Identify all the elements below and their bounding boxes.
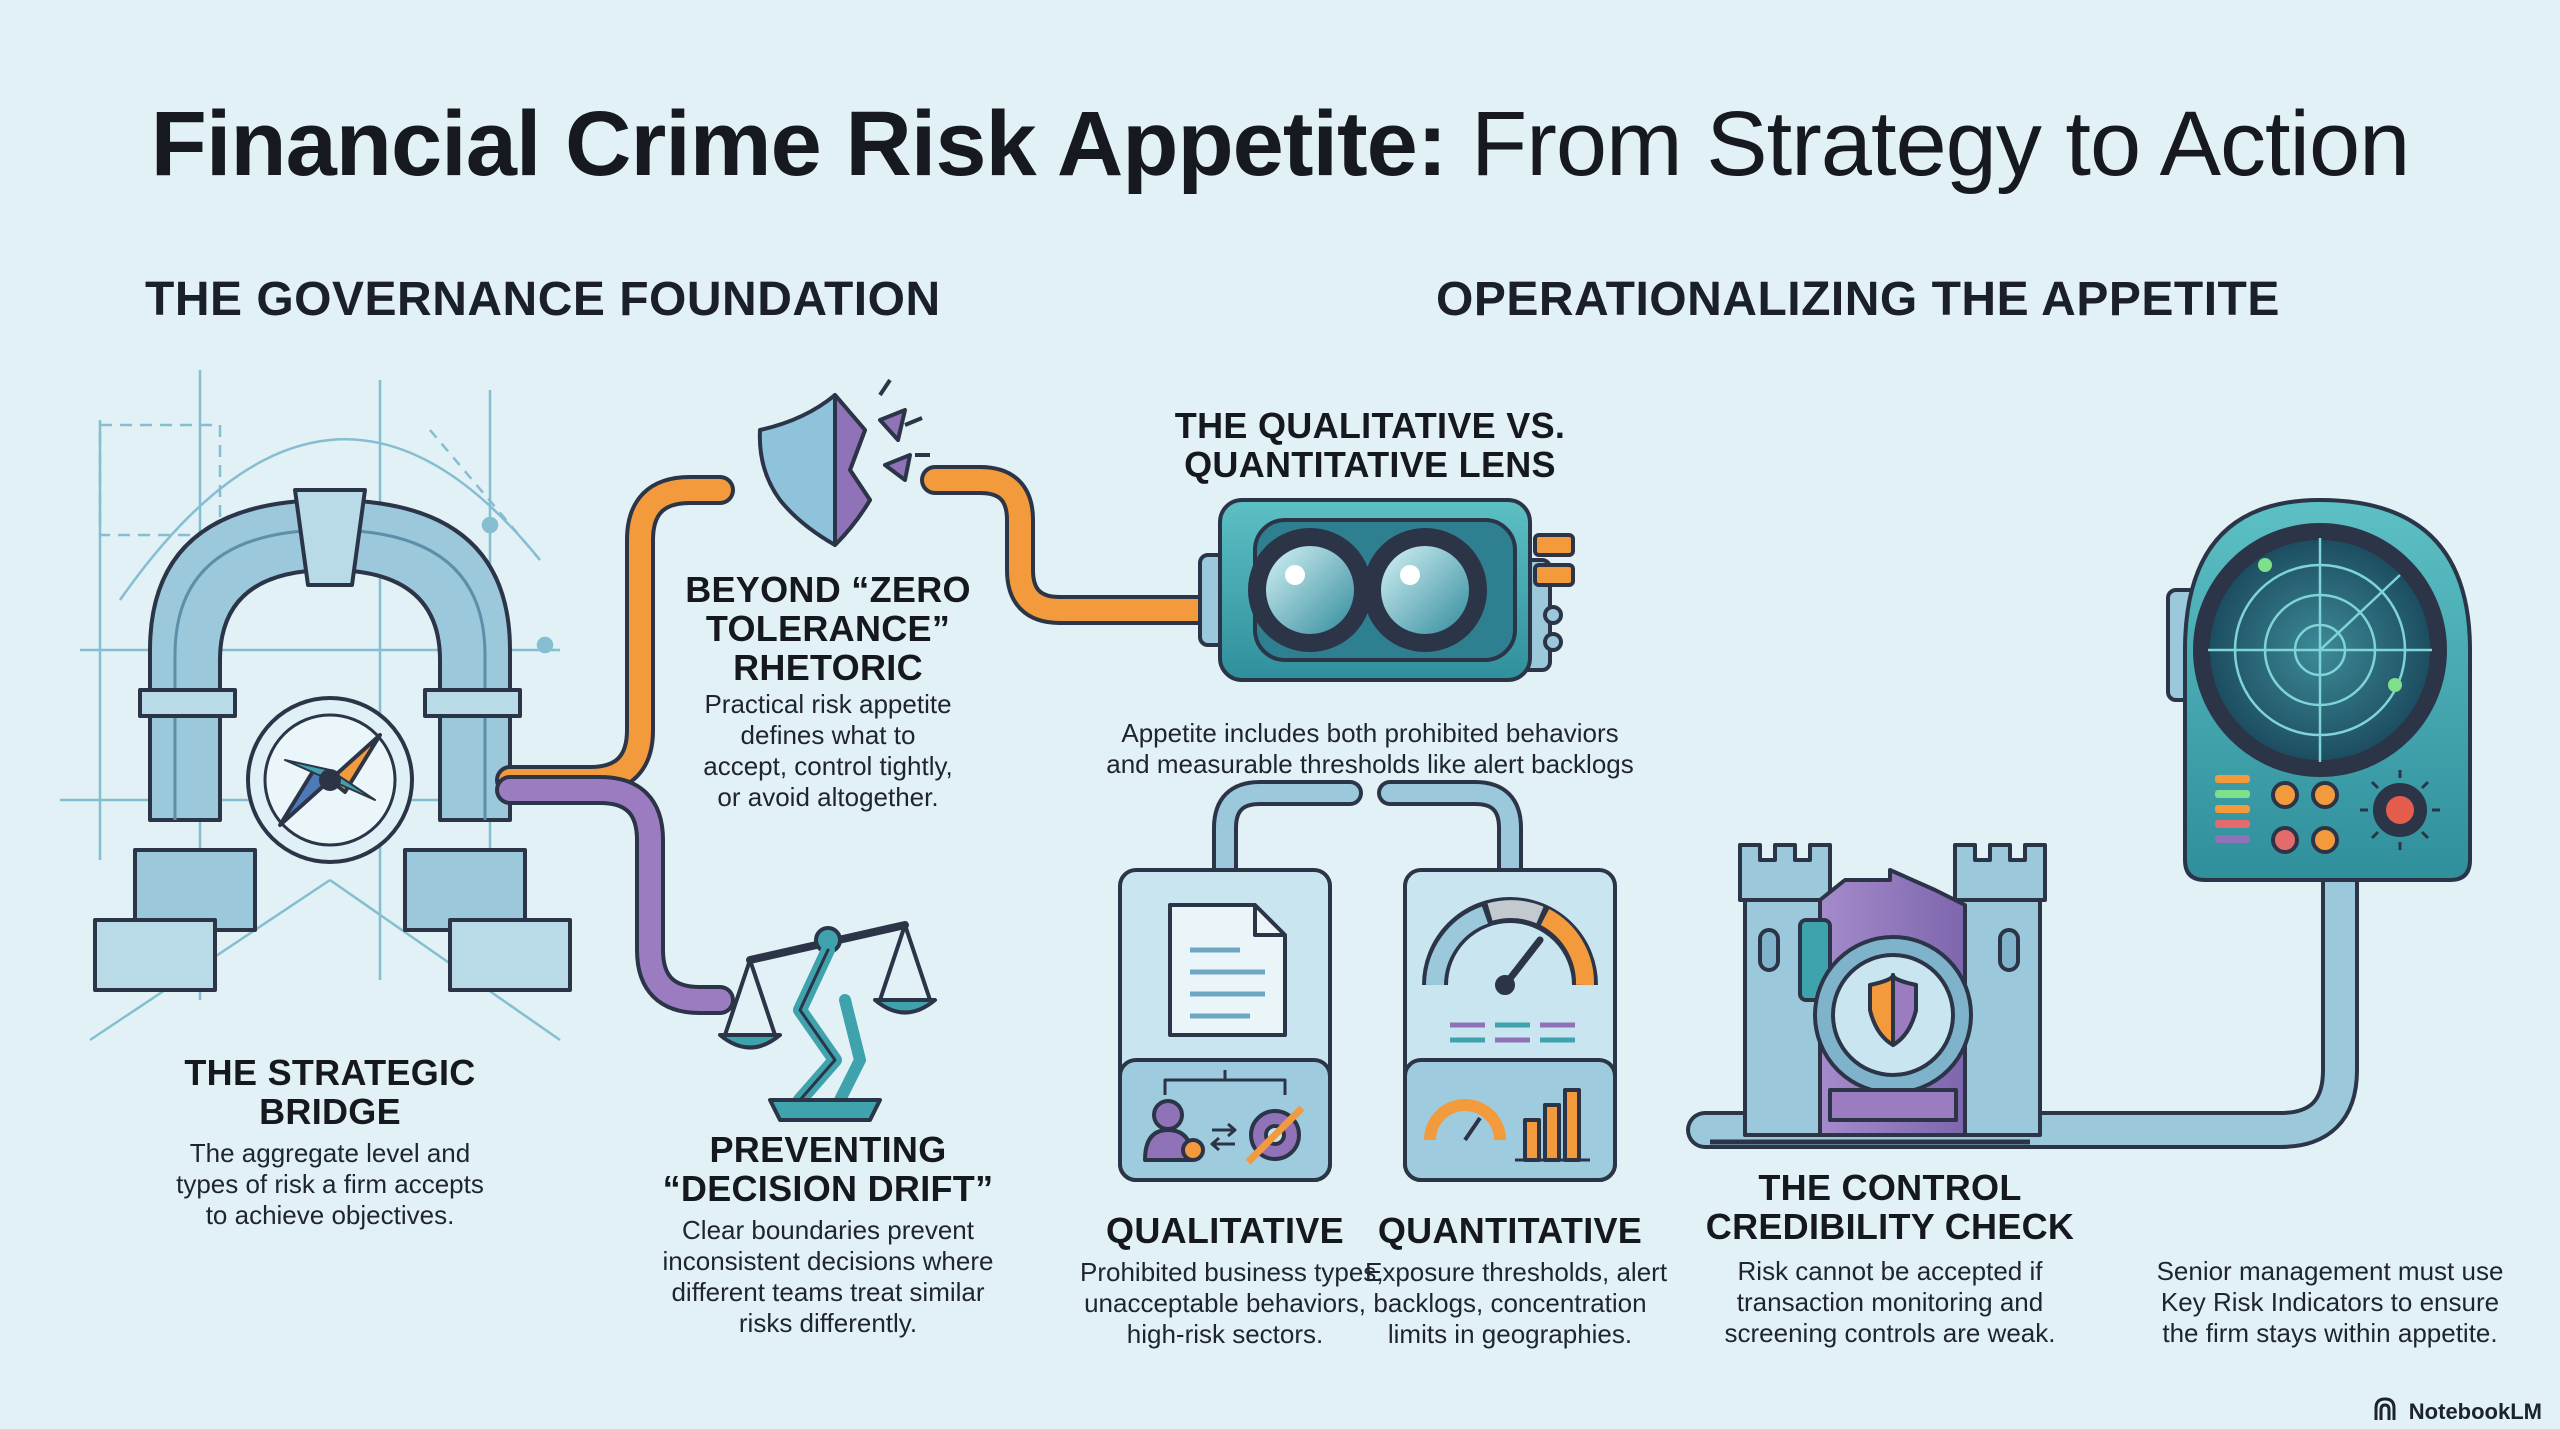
decision-drift-heading: PREVENTING “DECISION DRIFT”	[662, 1129, 994, 1209]
section-operationalizing: OPERATIONALIZING THE APPETITE	[1436, 273, 2280, 326]
radar-icon	[2166, 498, 2472, 882]
notebooklm-logo-icon	[2374, 1397, 2396, 1420]
arch-compass-icon	[60, 370, 580, 1042]
vault-castle-icon	[1710, 843, 2047, 1145]
scales-icon	[718, 921, 937, 1122]
title-regular: From Strategy to Action	[1471, 93, 2410, 195]
document-icon	[1118, 868, 1332, 1182]
strategic-bridge-heading: THE STRATEGIC BRIDGE	[184, 1052, 476, 1132]
control-check-heading: THE CONTROL CREDIBILITY CHECK	[1705, 1167, 2075, 1247]
qualitative-heading: QUALITATIVE	[1106, 1210, 1344, 1251]
brand-notebooklm: NotebookLM	[2409, 1399, 2542, 1425]
strategic-bridge-text: The aggregate level and types of risk a …	[176, 1138, 484, 1230]
qualitative-text: Prohibited business types, unacceptable …	[1080, 1257, 1384, 1349]
brand-label: NotebookLM	[2408, 1399, 2542, 1424]
zero-tolerance-text: Practical risk appetite defines what to …	[703, 689, 953, 812]
page-title: Financial Crime Risk Appetite: From Stra…	[0, 92, 2560, 197]
lens-text: Appetite includes both prohibited behavi…	[1106, 718, 1634, 779]
decision-drift-text: Clear boundaries prevent inconsistent de…	[662, 1215, 994, 1338]
title-bold: Financial Crime Risk Appetite:	[150, 93, 1448, 195]
broken-shield-icon	[757, 378, 930, 547]
gauge-icon	[1403, 868, 1617, 1182]
quantitative-text: Exposure thresholds, alert backlogs, con…	[1365, 1257, 1668, 1349]
quantitative-heading: QUANTITATIVE	[1377, 1210, 1643, 1251]
binoculars-icon	[1198, 498, 1575, 682]
zero-tolerance-heading: BEYOND “ZERO TOLERANCE” RHETORIC	[685, 569, 971, 688]
lens-heading: THE QUALITATIVE VS. QUANTITATIVE LENS	[1174, 405, 1566, 485]
section-governance-foundation: THE GOVERNANCE FOUNDATION	[145, 273, 941, 326]
control-check-text: Risk cannot be accepted if transaction m…	[1724, 1256, 2056, 1348]
kri-text: Senior management must use Key Risk Indi…	[2156, 1256, 2504, 1348]
